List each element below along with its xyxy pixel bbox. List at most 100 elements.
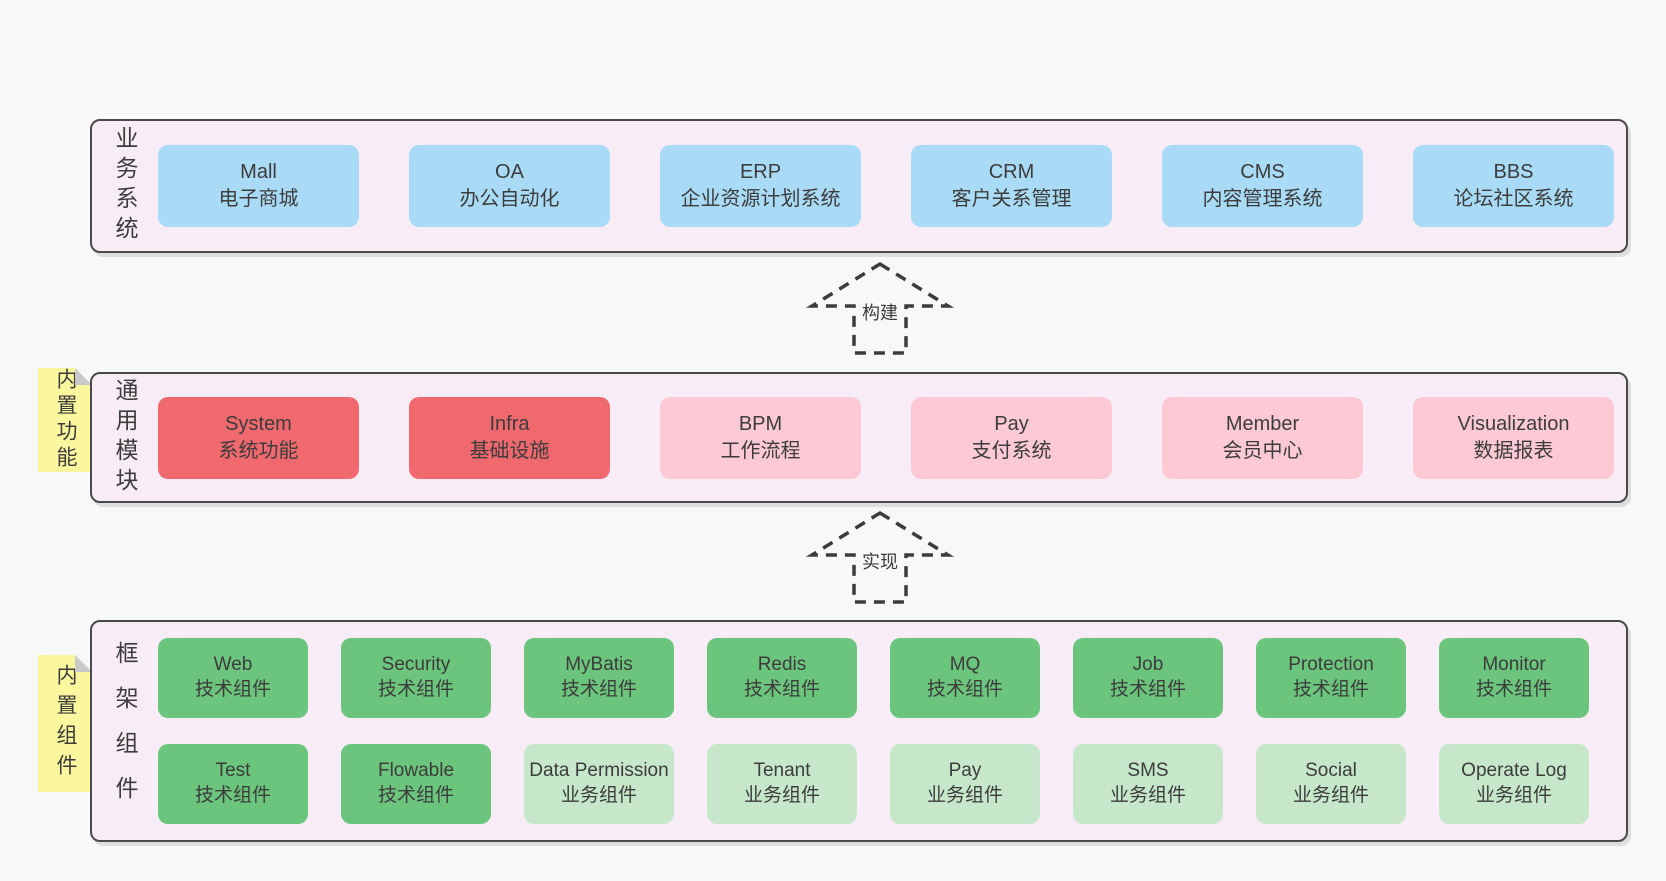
box-member: Member 会员中心 — [1162, 396, 1363, 479]
business-box-row: Mall 电子商城 OA 办公自动化 ERP 企业资源计划系统 CRM 客户关系… — [158, 145, 1614, 227]
box-subtitle: 业务组件 — [1109, 785, 1186, 806]
box-title: MQ — [949, 654, 981, 676]
box-system: System 系统功能 — [158, 396, 359, 479]
up-arrow-icon — [805, 261, 955, 355]
components-box-row-1: Web 技术组件 Security 技术组件 MyBatis 技术组件 Redi… — [158, 638, 1589, 718]
box-subtitle: 系统功能 — [218, 439, 299, 462]
box-subtitle: 技术组件 — [377, 785, 454, 806]
box-flowable: Flowable 技术组件 — [341, 744, 491, 824]
components-rows: Web 技术组件 Security 技术组件 MyBatis 技术组件 Redi… — [158, 638, 1589, 824]
box-subtitle: 电子商城 — [218, 188, 299, 210]
box-title: MyBatis — [565, 654, 633, 676]
sticky-note-text: 内置组件 — [54, 663, 77, 784]
box-cms: CMS 内容管理系统 — [1162, 145, 1363, 227]
box-title: Infra — [489, 412, 530, 435]
components-box-row-2: Test 技术组件 Flowable 技术组件 Data Permission … — [158, 744, 1589, 824]
box-subtitle: 技术组件 — [194, 785, 271, 806]
box-subtitle: 论坛社区系统 — [1453, 188, 1574, 210]
dashed-up-arrow-implement: 实现 — [805, 510, 955, 605]
box-subtitle: 业务组件 — [743, 785, 820, 806]
box-subtitle: 技术组件 — [1109, 679, 1186, 700]
box-bbs: BBS 论坛社区系统 — [1413, 145, 1614, 227]
box-title: BBS — [1493, 161, 1534, 183]
box-title: CMS — [1240, 161, 1285, 183]
box-title: Flowable — [377, 760, 455, 782]
box-title: Data Permission — [529, 760, 669, 782]
sticky-note-built-in-components: 内置组件 — [38, 655, 92, 792]
box-test: Test 技术组件 — [158, 744, 308, 824]
box-sms: SMS 业务组件 — [1073, 744, 1223, 824]
arrow-label-build: 构建 — [859, 299, 901, 325]
box-subtitle: 技术组件 — [194, 679, 271, 700]
box-title: Security — [381, 654, 451, 676]
box-mybatis: MyBatis 技术组件 — [524, 638, 674, 718]
box-title: Tenant — [753, 760, 811, 782]
sticky-note-built-in-features: 内置功能 — [38, 368, 92, 472]
box-subtitle: 业务组件 — [1475, 785, 1552, 806]
panel-business-systems: 业务系统 Mall 电子商城 OA 办公自动化 ERP 企业资源计划系统 CRM… — [90, 119, 1628, 253]
box-oa: OA 办公自动化 — [409, 145, 610, 227]
box-protection: Protection 技术组件 — [1256, 638, 1406, 718]
box-subtitle: 办公自动化 — [459, 188, 560, 210]
box-erp: ERP 企业资源计划系统 — [660, 145, 861, 227]
box-subtitle: 技术组件 — [560, 679, 637, 700]
box-title: Operate Log — [1461, 760, 1567, 782]
box-title: Monitor — [1482, 654, 1546, 676]
box-pay-module: Pay 支付系统 — [911, 396, 1112, 479]
box-operate-log: Operate Log 业务组件 — [1439, 744, 1589, 824]
box-subtitle: 基础设施 — [469, 439, 550, 462]
dashed-up-arrow-build: 构建 — [805, 261, 955, 356]
box-tenant: Tenant 业务组件 — [707, 744, 857, 824]
box-title: OA — [495, 161, 524, 183]
box-title: CRM — [988, 161, 1035, 183]
box-pay-component: Pay 业务组件 — [890, 744, 1040, 824]
box-subtitle: 会员中心 — [1222, 439, 1303, 462]
box-web: Web 技术组件 — [158, 638, 308, 718]
box-title: Job — [1132, 654, 1164, 676]
box-subtitle: 客户关系管理 — [951, 188, 1072, 210]
box-title: ERP — [739, 161, 782, 183]
box-subtitle: 业务组件 — [560, 785, 637, 806]
box-security: Security 技术组件 — [341, 638, 491, 718]
sticky-note-text: 内置功能 — [54, 368, 77, 472]
box-mall: Mall 电子商城 — [158, 145, 359, 227]
box-subtitle: 技术组件 — [377, 679, 454, 700]
panel-framework-components: 框架组件 Web 技术组件 Security 技术组件 MyBatis 技术组件… — [90, 620, 1628, 842]
box-title: System — [225, 412, 292, 435]
box-subtitle: 技术组件 — [1475, 679, 1552, 700]
box-title: BPM — [738, 412, 783, 435]
panel-label-business-systems: 业务系统 — [112, 126, 138, 246]
box-title: Test — [215, 760, 251, 782]
box-title: Redis — [757, 654, 807, 676]
box-title: Social — [1305, 760, 1357, 782]
panel-label-common-modules: 通用模块 — [112, 377, 138, 498]
box-crm: CRM 客户关系管理 — [911, 145, 1112, 227]
box-subtitle: 企业资源计划系统 — [680, 188, 841, 210]
box-title: Pay — [948, 760, 982, 782]
panel-label-framework-components: 框架组件 — [112, 641, 138, 821]
box-subtitle: 技术组件 — [1292, 679, 1369, 700]
box-subtitle: 技术组件 — [926, 679, 1003, 700]
box-bpm: BPM 工作流程 — [660, 396, 861, 479]
up-arrow-icon — [805, 510, 955, 604]
box-subtitle: 业务组件 — [926, 785, 1003, 806]
box-subtitle: 内容管理系统 — [1202, 188, 1323, 210]
box-data-permission: Data Permission 业务组件 — [524, 744, 674, 824]
box-subtitle: 支付系统 — [971, 439, 1052, 462]
box-infra: Infra 基础设施 — [409, 396, 610, 479]
box-title: Pay — [994, 412, 1029, 435]
box-subtitle: 数据报表 — [1473, 439, 1554, 462]
arrow-label-implement: 实现 — [859, 548, 901, 574]
box-title: Member — [1225, 412, 1300, 435]
box-subtitle: 业务组件 — [1292, 785, 1369, 806]
box-redis: Redis 技术组件 — [707, 638, 857, 718]
box-title: Protection — [1288, 654, 1374, 676]
panel-common-modules: 通用模块 System 系统功能 Infra 基础设施 BPM 工作流程 Pay… — [90, 372, 1628, 503]
box-monitor: Monitor 技术组件 — [1439, 638, 1589, 718]
box-mq: MQ 技术组件 — [890, 638, 1040, 718]
box-visualization: Visualization 数据报表 — [1413, 396, 1614, 479]
box-title: Visualization — [1457, 412, 1570, 435]
box-subtitle: 工作流程 — [720, 439, 801, 462]
box-subtitle: 技术组件 — [743, 679, 820, 700]
box-title: Mall — [240, 161, 277, 183]
